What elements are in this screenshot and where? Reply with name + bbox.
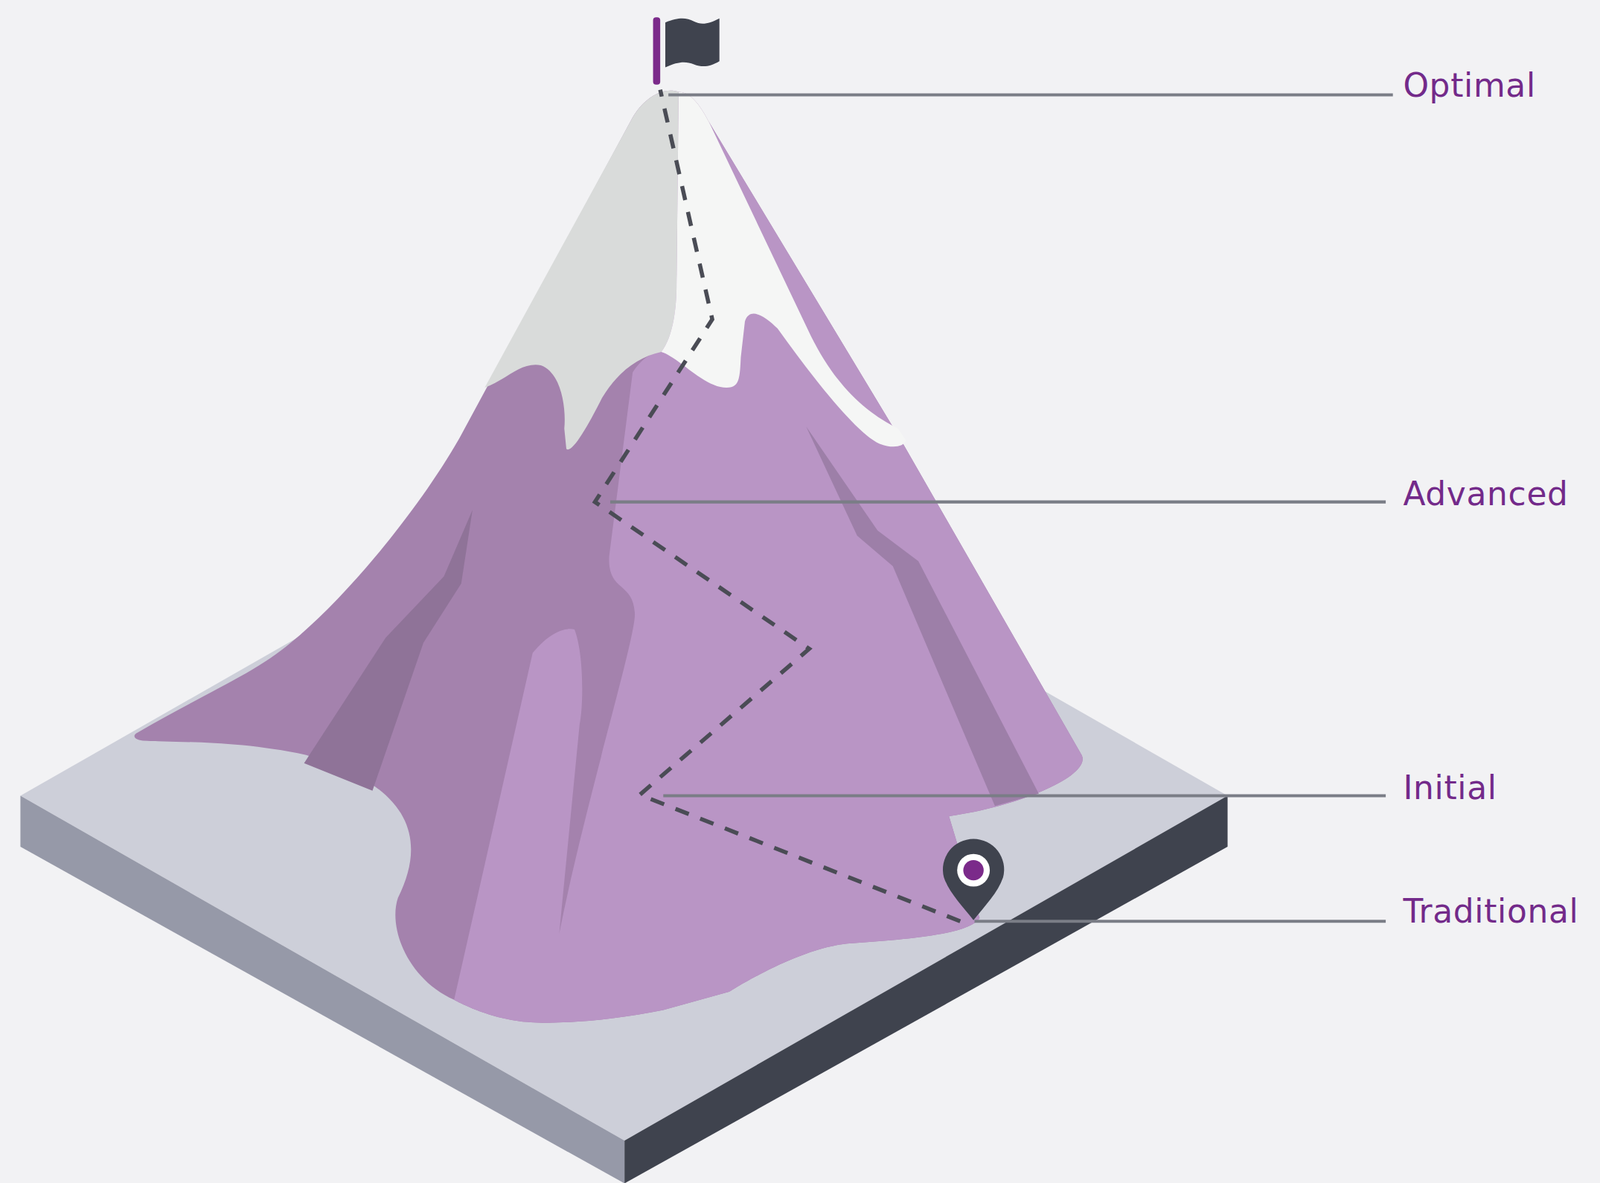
level-label: Optimal: [1402, 66, 1536, 105]
location-pin: [942, 839, 1004, 921]
level-label: Advanced: [1402, 474, 1568, 514]
leader-line: [974, 919, 1386, 923]
pin-ring: [957, 854, 990, 888]
level-label: Initial: [1402, 768, 1497, 808]
climb-path: [594, 90, 960, 923]
level-label: Traditional: [1402, 891, 1579, 931]
mountain-shadow: [805, 426, 1039, 806]
snow-cap: [661, 91, 907, 447]
snow-cap: [484, 90, 679, 451]
leader-line: [668, 93, 1394, 96]
mountain-left-face: [134, 90, 1083, 1024]
leader-line: [663, 794, 1386, 798]
flag: [665, 18, 720, 68]
leader-line: [610, 500, 1386, 504]
flag-pole: [653, 17, 661, 85]
mountain-shadow: [304, 510, 473, 792]
pin-dot: [962, 860, 984, 881]
